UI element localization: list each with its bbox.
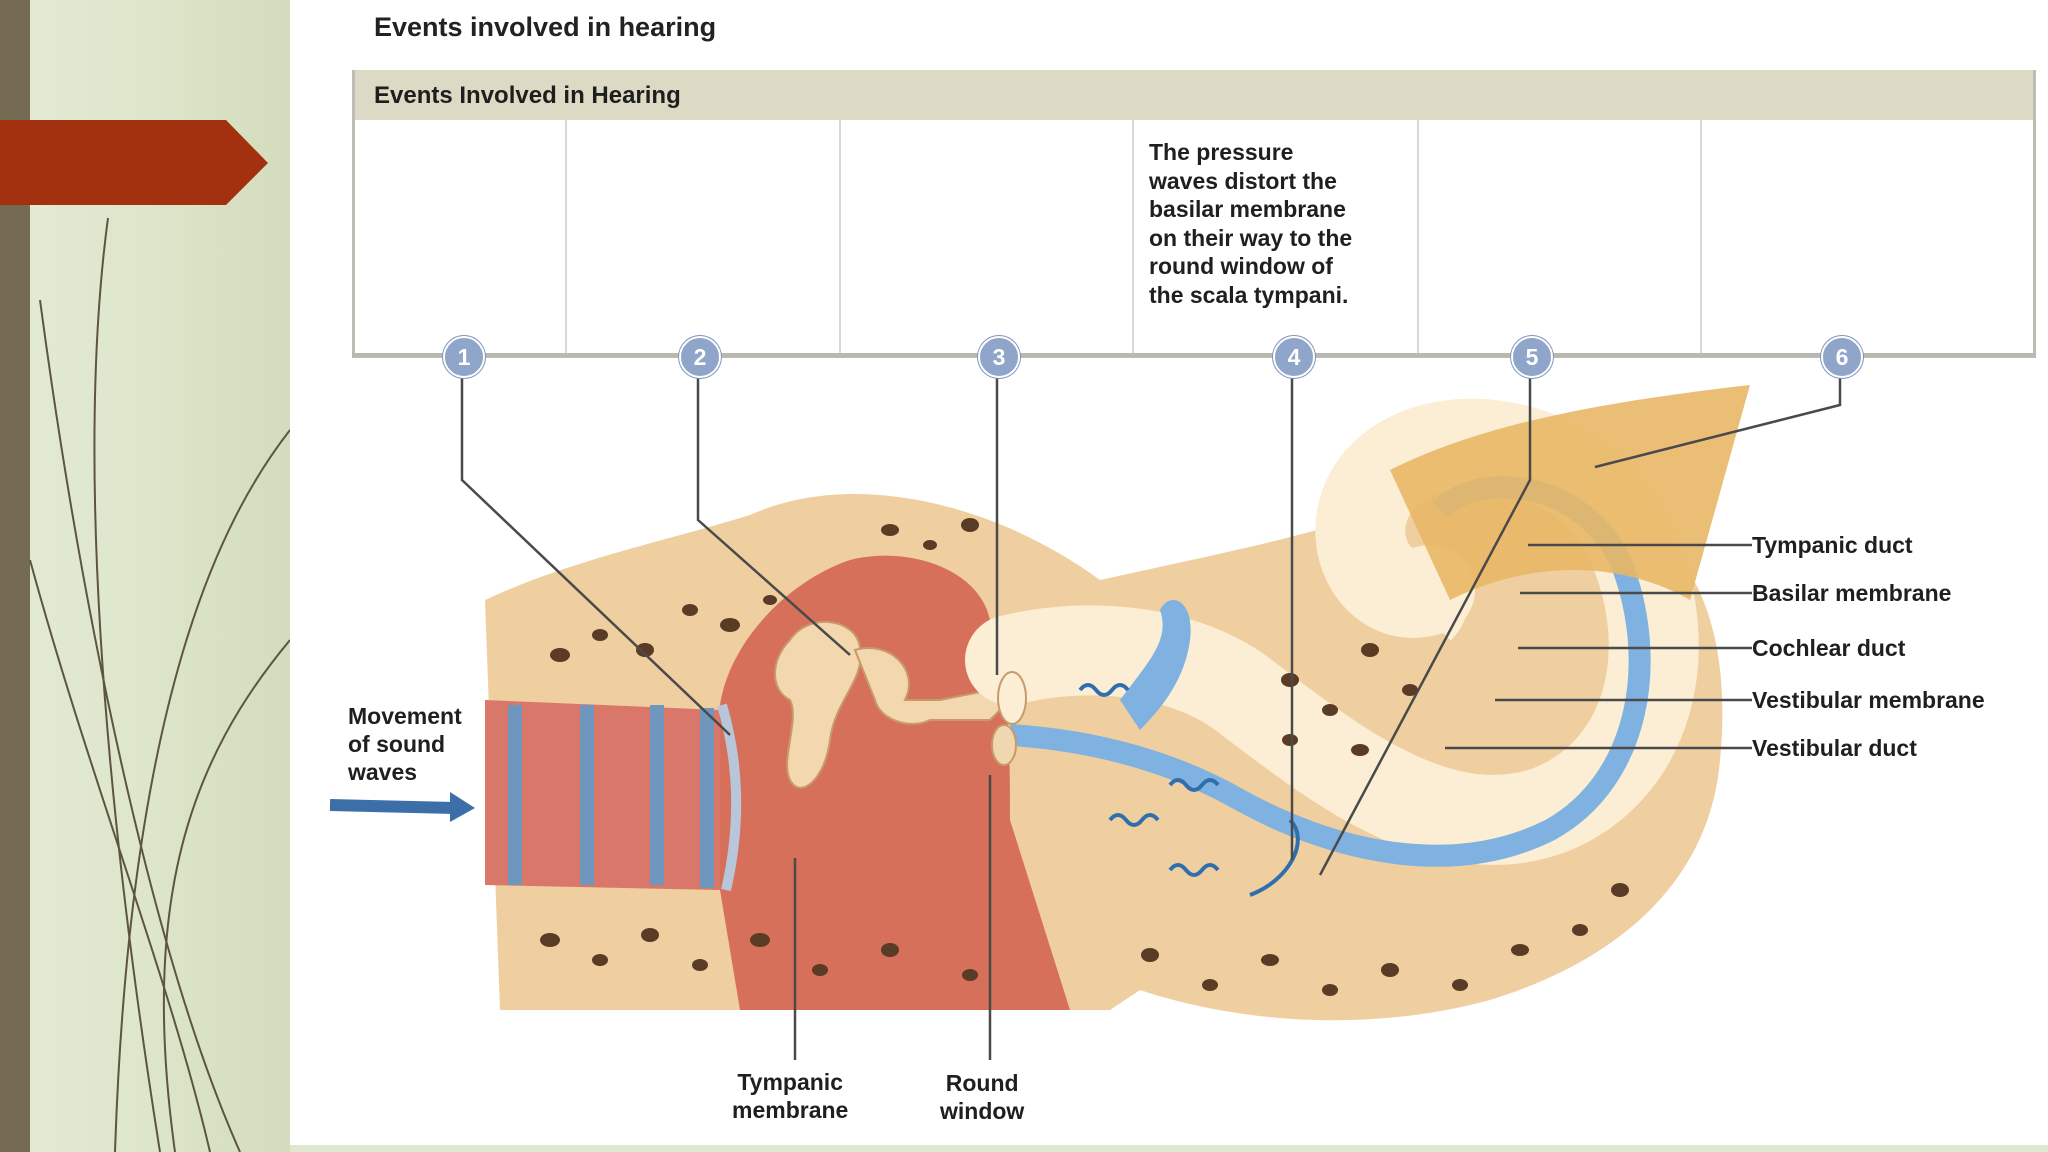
table-column-divider bbox=[1417, 120, 1419, 356]
label-round-window: Round window bbox=[940, 1070, 1025, 1124]
leader-step-1 bbox=[460, 355, 731, 736]
leader-step-5 bbox=[1318, 355, 1532, 876]
step-4-marker: 4 bbox=[1273, 336, 1315, 378]
tympanic-membrane-shape bbox=[717, 703, 742, 892]
ossicles bbox=[774, 621, 862, 789]
step-6-marker: 6 bbox=[1821, 336, 1863, 378]
table-header-title: Events Involved in Hearing bbox=[374, 82, 681, 109]
table-column-divider bbox=[839, 120, 841, 356]
slide-title: Events involved in hearing bbox=[374, 12, 717, 42]
table-header: Events Involved in Hearing bbox=[355, 70, 2033, 120]
label-cochlear-duct: Cochlear duct bbox=[1752, 635, 1906, 661]
label-tympanic-duct: Tympanic duct bbox=[1752, 532, 1913, 558]
step-3-marker: 3 bbox=[978, 336, 1020, 378]
label-basilar-membrane: Basilar membrane bbox=[1752, 580, 1952, 606]
decorative-curves bbox=[29, 217, 290, 1152]
step-1-marker: 1 bbox=[443, 336, 485, 378]
slide-content: Events involved in hearing Events Involv… bbox=[290, 0, 2048, 1145]
red-arrow-marker bbox=[0, 120, 268, 205]
label-vestibular-duct: Vestibular duct bbox=[1752, 735, 1917, 761]
table-column-divider bbox=[1700, 120, 1702, 356]
step-4-description: The pressure waves distort the basilar m… bbox=[1149, 139, 1353, 308]
ear-anatomy-diagram bbox=[329, 353, 2036, 1060]
leader-step-2 bbox=[696, 355, 851, 656]
table-column-divider bbox=[1132, 120, 1134, 356]
step-2-marker: 2 bbox=[679, 336, 721, 378]
label-vestibular-membrane: Vestibular membrane bbox=[1752, 687, 1985, 713]
label-movement-of-sound-waves: Movement of sound waves bbox=[348, 703, 462, 785]
label-tympanic-membrane: Tympanic membrane bbox=[732, 1069, 849, 1123]
step-5-marker: 5 bbox=[1511, 336, 1553, 378]
table-column-divider bbox=[565, 120, 567, 356]
